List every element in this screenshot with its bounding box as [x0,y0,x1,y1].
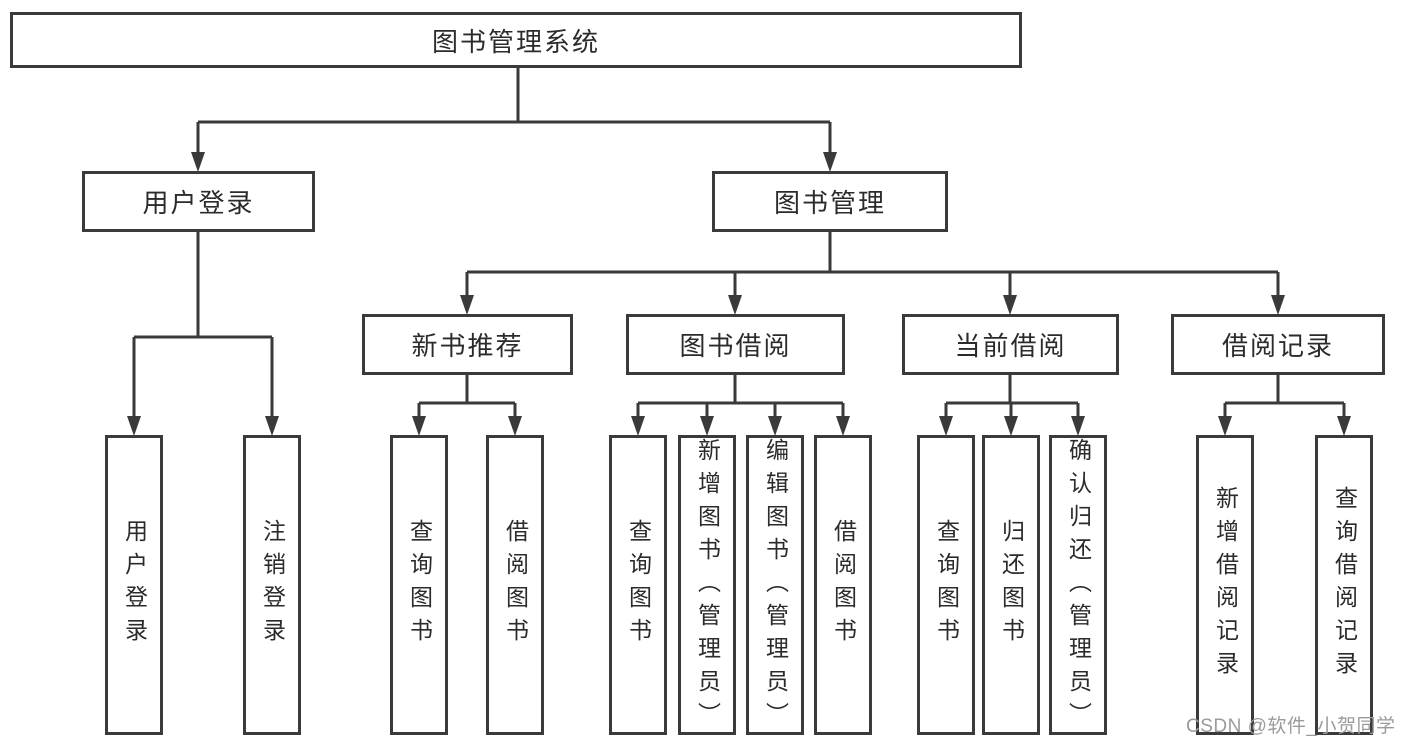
node-user-login: 用户登录 [82,171,315,232]
leaf-confirm-return-admin-label: 确认归还（管理员） [1065,438,1092,735]
leaf-add-book-admin-label: 新增图书（管理员） [694,438,721,735]
connector-user-login-to-leaves [127,232,279,436]
node-current-borrowing: 当前借阅 [902,314,1119,375]
connector-current-borrow-to-leaves [939,375,1085,436]
leaf-edit-book-admin-label: 编辑图书（管理员） [762,438,789,735]
leaf-query-books-3: 查询图书 [917,435,975,735]
leaf-return-books-label: 归还图书 [998,519,1025,651]
node-library-system: 图书管理系统 [10,12,1022,68]
connector-book-mgmt-to-level3 [460,232,1285,315]
leaf-query-books-1-label: 查询图书 [406,519,433,651]
connector-book-borrow-to-leaves [631,375,850,436]
leaf-return-books: 归还图书 [982,435,1040,735]
leaf-borrow-books-2-label: 借阅图书 [830,519,857,651]
connector-borrow-records-to-leaves [1218,375,1351,436]
leaf-query-books-1: 查询图书 [390,435,448,735]
leaf-user-login: 用户登录 [105,435,163,735]
leaf-logout: 注销登录 [243,435,301,735]
leaf-borrow-books-2: 借阅图书 [814,435,872,735]
leaf-add-book-admin: 新增图书（管理员） [678,435,736,735]
connector-new-book-rec-to-leaves [412,375,522,436]
leaf-add-borrow-record: 新增借阅记录 [1196,435,1254,735]
leaf-query-books-3-label: 查询图书 [933,519,960,651]
leaf-query-books-2-label: 查询图书 [625,519,652,651]
leaf-borrow-books-1-label: 借阅图书 [502,519,529,651]
leaf-add-borrow-record-label: 新增借阅记录 [1212,486,1239,684]
leaf-borrow-books-1: 借阅图书 [486,435,544,735]
node-book-management: 图书管理 [712,171,948,232]
node-borrow-records: 借阅记录 [1171,314,1385,375]
node-new-book-recommend: 新书推荐 [362,314,573,375]
node-book-borrowing: 图书借阅 [626,314,845,375]
leaf-query-borrow-record: 查询借阅记录 [1315,435,1373,735]
csdn-watermark: CSDN @软件_小贺同学 [1186,716,1396,737]
leaf-confirm-return-admin: 确认归还（管理员） [1049,435,1107,735]
leaf-edit-book-admin: 编辑图书（管理员） [746,435,804,735]
leaf-query-books-2: 查询图书 [609,435,667,735]
leaf-logout-label: 注销登录 [259,519,286,651]
connector-root-to-level2 [191,68,837,172]
leaf-user-login-label: 用户登录 [121,519,148,651]
leaf-query-borrow-record-label: 查询借阅记录 [1331,486,1358,684]
